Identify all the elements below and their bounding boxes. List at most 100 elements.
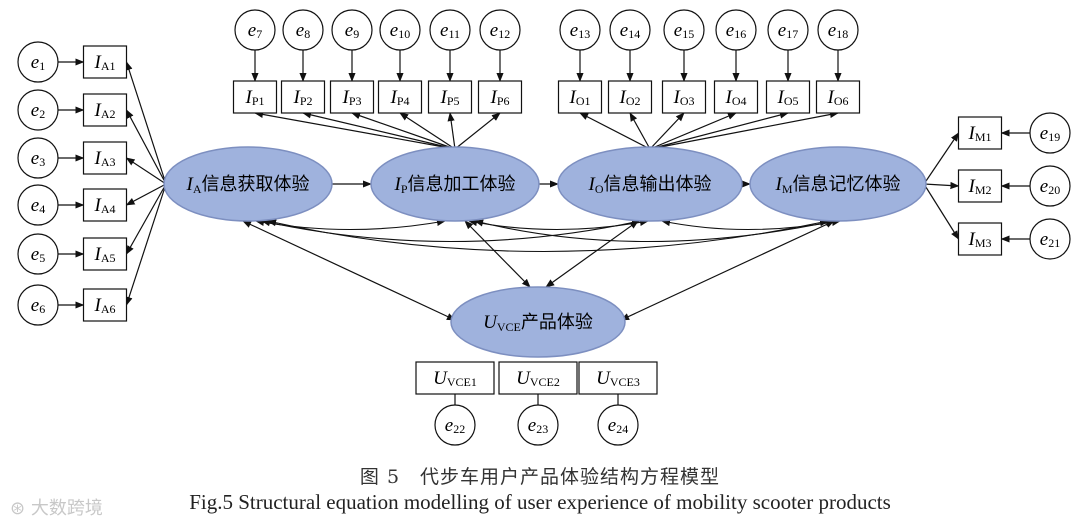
error-term-label: e11: [440, 20, 460, 42]
latent-a: IA信息获取体验: [163, 146, 333, 222]
watermark-logo: ⊛ 大数跨境: [10, 494, 103, 520]
error-term-label: e3: [31, 148, 45, 170]
error-term-label: e13: [570, 20, 590, 42]
loading-arrow: [923, 181, 960, 190]
error-term-1: e1: [17, 41, 59, 83]
error-term-16: e16: [715, 9, 757, 51]
error-term-3: e3: [17, 137, 59, 179]
indicator-o5: IO5: [765, 80, 811, 114]
error-term-4: e4: [17, 184, 59, 226]
indicator-label: UVCE1: [433, 368, 477, 390]
latent-label: IP信息加工体验: [393, 174, 515, 197]
indicator-label: IA3: [94, 148, 116, 170]
error-term-14: e14: [609, 9, 651, 51]
indicator-a1: IA1: [82, 45, 128, 79]
loading-arrow: [254, 110, 456, 150]
error-term-label: e18: [828, 20, 848, 42]
loading-arrow: [923, 132, 960, 185]
indicator-label: IM3: [968, 229, 992, 251]
indicator-label: IA1: [94, 52, 116, 74]
loading-arrow: [125, 61, 167, 185]
error-term-19: e19: [1029, 112, 1071, 154]
indicator-label: IO5: [777, 87, 799, 109]
error-term-23: e23: [517, 404, 559, 446]
watermark-text: 大数跨境: [30, 498, 103, 519]
error-term-label: e9: [345, 20, 359, 42]
loading-arrow: [302, 111, 456, 150]
loading-arrow: [923, 183, 960, 240]
indicator-p3: IP3: [329, 80, 375, 114]
indicator-label: UVCE3: [596, 368, 640, 390]
loading-arrow: [125, 183, 167, 306]
latent-label: IO信息输出体验: [588, 174, 712, 197]
error-term-label: e17: [778, 20, 798, 42]
loading-arrow: [351, 112, 456, 150]
indicator-o3: IO3: [661, 80, 707, 114]
error-term-label: e1: [31, 52, 45, 74]
covariance-arrow: [464, 220, 531, 288]
covariance-arrow: [474, 219, 835, 243]
covariance-arrow: [620, 220, 835, 321]
watermark-icon: ⊛: [10, 498, 26, 519]
indicator-label: IO1: [569, 87, 591, 109]
error-term-label: e14: [620, 20, 640, 42]
loading-arrow: [579, 112, 651, 150]
caption-chinese: 图 5 代步车用户产品体验结构方程模型: [359, 466, 721, 488]
loading-arrow: [649, 112, 685, 150]
indicator-label: IM2: [968, 176, 992, 198]
covariance-arrow: [242, 220, 456, 321]
latent-label: UVCE产品体验: [483, 312, 593, 335]
error-term-20: e20: [1029, 165, 1071, 207]
indicator-p2: IP2: [280, 80, 326, 114]
covariance-arrow: [545, 220, 639, 288]
loading-arrow: [649, 112, 737, 150]
indicator-p4: IP4: [377, 80, 423, 114]
error-term-6: e6: [17, 284, 59, 326]
indicator-label: IP5: [439, 87, 459, 109]
indicator-a2: IA2: [82, 93, 128, 127]
indicator-label: IO6: [827, 87, 849, 109]
indicator-label: IA4: [94, 195, 116, 217]
latent-label: IA信息获取体验: [186, 174, 310, 197]
error-term-label: e2: [31, 100, 45, 122]
error-term-10: e10: [379, 9, 421, 51]
error-term-15: e15: [663, 9, 705, 51]
indicator-label: IP4: [389, 87, 409, 109]
loading-arrow: [447, 112, 456, 150]
loading-arrow: [125, 109, 167, 185]
loading-arrow: [629, 112, 651, 150]
error-term-label: e5: [31, 244, 45, 266]
error-term-22: e22: [434, 404, 476, 446]
indicator-m1: IM1: [957, 116, 1003, 150]
error-term-label: e10: [390, 20, 410, 42]
indicator-label: IA6: [94, 295, 116, 317]
indicator-label: UVCE2: [516, 368, 560, 390]
error-term-label: e23: [528, 415, 548, 437]
error-term-2: e2: [17, 89, 59, 131]
latent-label: IM信息记忆体验: [775, 174, 901, 197]
covariance-arrow: [468, 218, 649, 231]
indicator-o2: IO2: [607, 80, 653, 114]
loading-arrow: [125, 183, 167, 255]
indicator-a5: IA5: [82, 237, 128, 271]
indicator-o4: IO4: [713, 80, 759, 114]
indicator-label: IP2: [292, 87, 312, 109]
indicator-label: IP3: [341, 87, 361, 109]
indicator-o1: IO1: [557, 80, 603, 114]
indicator-a6: IA6: [82, 288, 128, 322]
error-term-24: e24: [597, 404, 639, 446]
indicator-a3: IA3: [82, 141, 128, 175]
indicator-label: IA2: [94, 100, 116, 122]
error-term-9: e9: [331, 9, 373, 51]
indicator-label: IP6: [489, 87, 509, 109]
error-term-13: e13: [559, 9, 601, 51]
error-term-label: e16: [726, 20, 746, 42]
indicator-label: IM1: [968, 123, 992, 145]
latent-vce: UVCE产品体验: [450, 286, 626, 358]
indicator-label: IP1: [244, 87, 264, 109]
error-term-label: e22: [445, 415, 465, 437]
error-term-17: e17: [767, 9, 809, 51]
error-term-label: e12: [490, 20, 510, 42]
